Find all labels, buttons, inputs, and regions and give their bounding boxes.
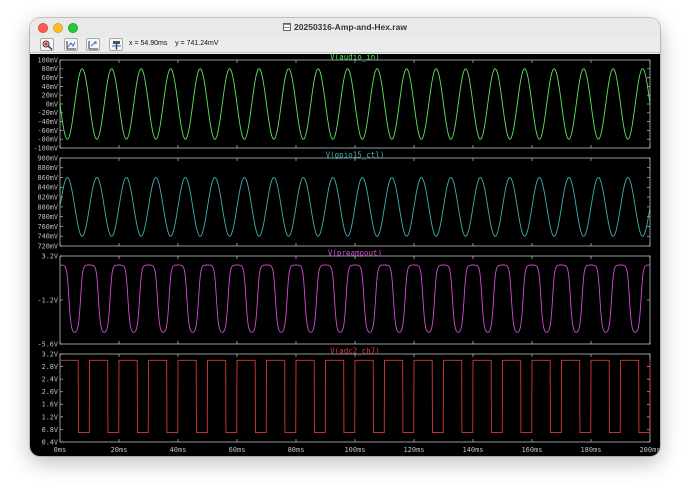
x-tick-label: 60ms	[229, 446, 246, 454]
cursor-y-readout: y = 741.24mV	[175, 40, 219, 47]
zoom-fit-icon	[42, 40, 53, 50]
zoom-fit-button[interactable]	[40, 38, 54, 51]
pane-title-2: V(preampout)	[328, 249, 382, 258]
waveform-viewer-window: 20250316-Amp-and-Hex.raw	[30, 18, 660, 456]
autorange-icon	[66, 41, 76, 50]
y-tick-label: 0.4V	[42, 438, 58, 446]
y-tick-label: 60mV	[42, 74, 58, 82]
y-tick-label: 100mV	[38, 56, 58, 64]
y-tick-label: -100mV	[33, 144, 58, 152]
y-tick-label: 2.0V	[42, 388, 58, 396]
toolbar: x = 54.90ms y = 741.24mV	[30, 37, 660, 53]
y-tick-label: 1.2V	[42, 413, 58, 421]
pane-title-3: V(adc2_ch7)	[330, 347, 380, 356]
pane-frame-2	[59, 255, 651, 345]
minimize-button[interactable]	[53, 23, 63, 33]
file-icon	[283, 23, 292, 31]
pane-frame-1	[59, 157, 651, 247]
zoom-cancel-icon	[88, 41, 98, 50]
trace-V(preampout)	[60, 264, 650, 333]
y-tick-label: 760mV	[38, 223, 58, 231]
x-tick-label: 20ms	[111, 446, 128, 454]
x-tick-label: 120ms	[403, 446, 424, 454]
y-tick-label: 820mV	[38, 194, 58, 202]
y-tick-label: 900mV	[38, 154, 58, 162]
cursor-button[interactable]	[109, 38, 123, 51]
window-title-text: 20250316-Amp-and-Hex.raw	[294, 22, 407, 32]
autorange-button[interactable]	[64, 38, 78, 51]
cursor-icon	[112, 41, 121, 50]
y-tick-label: 0mV	[46, 100, 58, 108]
y-tick-label: 800mV	[38, 203, 58, 211]
y-tick-label: 840mV	[38, 184, 58, 192]
y-tick-label: 720mV	[38, 242, 58, 250]
window-title: 20250316-Amp-and-Hex.raw	[30, 22, 660, 32]
pane-title-0: V(audio_in)	[330, 54, 380, 62]
x-tick-label: 80ms	[288, 446, 305, 454]
y-tick-label: 3.2V	[42, 252, 58, 260]
x-tick-label: 180ms	[580, 446, 601, 454]
y-tick-label: -5.6V	[38, 340, 58, 348]
y-tick-label: 780mV	[38, 213, 58, 221]
y-tick-label: 20mV	[42, 92, 58, 100]
y-tick-label: 1.6V	[42, 401, 58, 409]
y-tick-label: 740mV	[38, 233, 58, 241]
x-tick-label: 200ms	[639, 446, 660, 454]
y-tick-label: -80mV	[38, 136, 58, 144]
trace-V(adc2_ch7)	[60, 359, 651, 434]
x-tick-label: 140ms	[462, 446, 483, 454]
y-tick-label: 2.4V	[42, 376, 58, 384]
y-tick-label: 80mV	[42, 65, 58, 73]
cursor-x-readout: x = 54.90ms	[129, 40, 168, 47]
trace-V(audio_in)	[59, 68, 651, 140]
cursor-readout: x = 54.90ms y = 741.24mV	[129, 40, 219, 47]
y-tick-label: 3.2V	[42, 350, 58, 358]
close-button[interactable]	[38, 23, 48, 33]
x-tick-label: 0ms	[54, 446, 67, 454]
waveform-plots[interactable]: V(audio_in) 100mV80mV60mV40mV20mV0mV-20mV…	[30, 54, 660, 456]
y-tick-label: -1.2V	[38, 296, 58, 304]
x-tick-label: 160ms	[521, 446, 542, 454]
x-tick-label: 100ms	[344, 446, 365, 454]
y-tick-label: -40mV	[38, 118, 58, 126]
y-tick-label: 860mV	[38, 174, 58, 182]
pane-title-1: V(gpio15_ctl)	[326, 151, 385, 160]
y-tick-label: 40mV	[42, 83, 58, 91]
x-tick-label: 40ms	[170, 446, 187, 454]
maximize-button[interactable]	[68, 23, 78, 33]
y-tick-label: -20mV	[38, 109, 58, 117]
zoom-cancel-button[interactable]	[86, 38, 100, 51]
y-tick-label: 880mV	[38, 164, 58, 172]
y-tick-label: 2.8V	[42, 363, 58, 371]
y-tick-label: 0.8V	[42, 426, 58, 434]
title-bar[interactable]: 20250316-Amp-and-Hex.raw	[30, 18, 660, 37]
trace-V(gpio15_ctl)	[59, 177, 651, 237]
y-tick-label: -60mV	[38, 127, 58, 135]
